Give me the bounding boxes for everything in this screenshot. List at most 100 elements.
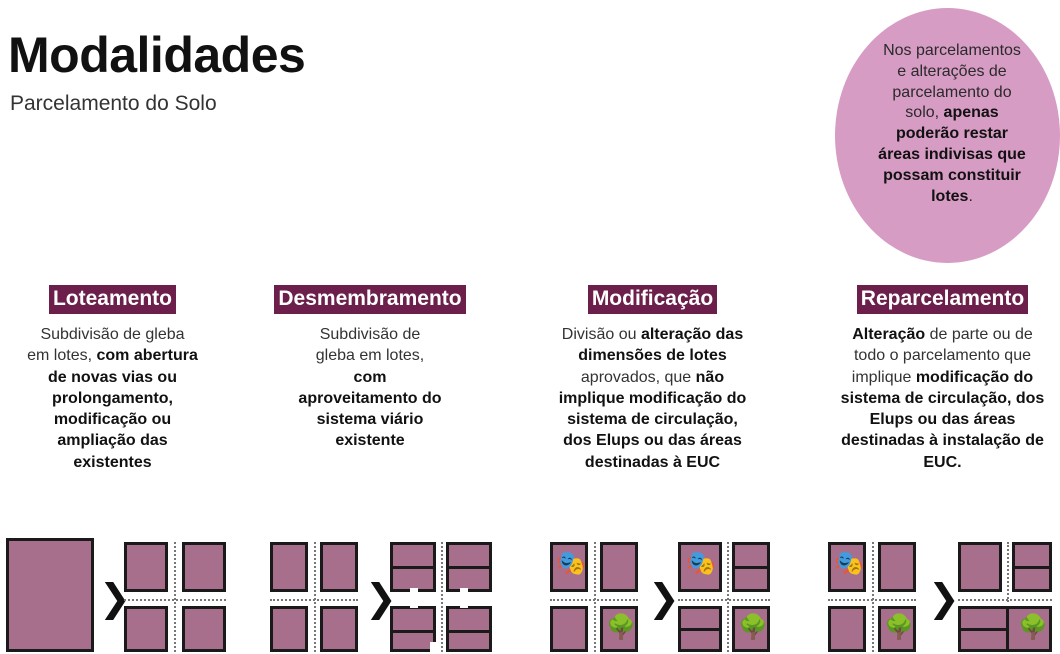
description-text: prolongamento, <box>52 389 173 407</box>
description-text: aprovados, que <box>580 368 696 386</box>
description-text: sistema viário <box>316 411 424 429</box>
description-line: ampliação das <box>0 430 225 451</box>
description-text: existente <box>335 432 405 450</box>
description-text: implique <box>851 368 916 386</box>
description-line: existente <box>255 430 485 451</box>
description-line: gleba em lotes, <box>255 345 485 366</box>
lot-tile <box>124 542 168 592</box>
lot-divider <box>446 630 492 633</box>
modality-modificacao: Modificação Divisão ou alteração das dime… <box>520 285 785 473</box>
lot-tile <box>446 606 492 652</box>
description-line: Alteração de parte ou de <box>825 324 1060 345</box>
description-text: com <box>353 368 387 386</box>
street-line <box>550 599 638 601</box>
street-extension <box>460 588 468 608</box>
lot-tile <box>270 606 308 652</box>
lot-tile <box>270 542 308 592</box>
description-text: de parte ou de <box>925 326 1033 344</box>
lot-tile <box>958 542 1002 592</box>
lot-tile <box>878 542 916 592</box>
description-line: implique modificação do <box>520 388 785 409</box>
lot-tile <box>828 542 866 592</box>
description-text: destinadas à instalação de <box>841 432 1044 450</box>
street-line <box>174 542 176 652</box>
street-line <box>441 542 443 652</box>
tree-icon: 🌳 <box>1018 614 1048 641</box>
description-line: Divisão ou alteração das <box>520 324 785 345</box>
page-title: Modalidades <box>8 27 306 83</box>
description-line: destinadas à instalação de <box>825 430 1060 451</box>
modality-label: Loteamento <box>48 285 176 315</box>
description-text: dimensões de lotes <box>578 347 727 365</box>
lot-tile <box>124 606 168 652</box>
description-text: implique modificação do <box>558 389 747 407</box>
note-line-text: e alterações de <box>897 62 1007 80</box>
description-line: dimensões de lotes <box>520 345 785 366</box>
description-line: aprovados, que não <box>520 367 785 388</box>
description-text: sistema de circulação, <box>567 411 738 429</box>
description-line: em lotes, com abertura <box>0 345 225 366</box>
description-text: modificação ou <box>53 411 172 429</box>
description-text: em lotes, <box>27 347 97 365</box>
note-line: e alterações de <box>857 62 1047 83</box>
description-text: Subdivisão de gleba <box>40 326 185 344</box>
note-line-text: parcelamento do <box>892 83 1012 101</box>
street-line <box>727 542 729 652</box>
theater-icon: 🎭 <box>834 550 864 577</box>
note-line: possam constituir <box>857 166 1047 187</box>
lot-tile <box>320 606 358 652</box>
description-text: destinadas à EUC <box>584 453 721 471</box>
lot-divider <box>1006 606 1009 652</box>
description-line: implique modificação do <box>825 367 1060 388</box>
description-line: modificação ou <box>0 409 225 430</box>
description-line: sistema de circulação, <box>520 409 785 430</box>
theater-icon: 🎭 <box>556 550 586 577</box>
description-line: Elups ou das áreas <box>825 409 1060 430</box>
note-line-text: solo, <box>905 104 944 122</box>
theater-icon: 🎭 <box>686 550 716 577</box>
description-line: todo o parcelamento que <box>825 345 1060 366</box>
street-line <box>1007 542 1009 602</box>
lot-divider <box>446 566 492 569</box>
description-text: não <box>695 368 725 386</box>
description-text: EUC. <box>923 453 962 471</box>
lot-divider <box>390 566 436 569</box>
description-line: prolongamento, <box>0 388 225 409</box>
tree-icon: 🌳 <box>738 614 768 641</box>
lot-tile <box>550 542 588 592</box>
street-line <box>594 542 596 652</box>
description-text: modificação do <box>915 368 1034 386</box>
description-text: Subdivisão de <box>319 326 421 344</box>
modality-label: Desmembramento <box>274 285 466 315</box>
lot-divider <box>1012 566 1052 569</box>
lot-tile <box>6 538 94 652</box>
tree-icon: 🌳 <box>884 614 914 641</box>
description-text: aproveitamento do <box>298 389 442 407</box>
note-line-text: poderão restar <box>895 125 1009 143</box>
modality-label: Modificação <box>587 285 718 315</box>
lot-divider <box>678 628 722 631</box>
note-line-text: áreas indivisas que <box>878 145 1026 163</box>
note-line-text: apenas <box>943 104 999 122</box>
description-line: EUC. <box>825 452 1060 473</box>
street-line <box>958 599 1052 601</box>
description-line: sistema de circulação, dos <box>825 388 1060 409</box>
lot-tile <box>550 606 588 652</box>
description-text: com abertura <box>96 347 198 365</box>
lot-divider <box>958 628 1006 631</box>
lot-tile <box>732 606 770 652</box>
description-text: sistema de circulação, dos <box>840 389 1045 407</box>
note-line-text: lotes <box>931 187 969 205</box>
description-line: Subdivisão de <box>255 324 485 345</box>
lot-tile <box>600 542 638 592</box>
description-line: com <box>255 367 485 388</box>
lot-tile <box>182 542 226 592</box>
note-line: áreas indivisas que <box>857 145 1047 166</box>
street-line <box>678 599 770 601</box>
lot-tile <box>320 542 358 592</box>
